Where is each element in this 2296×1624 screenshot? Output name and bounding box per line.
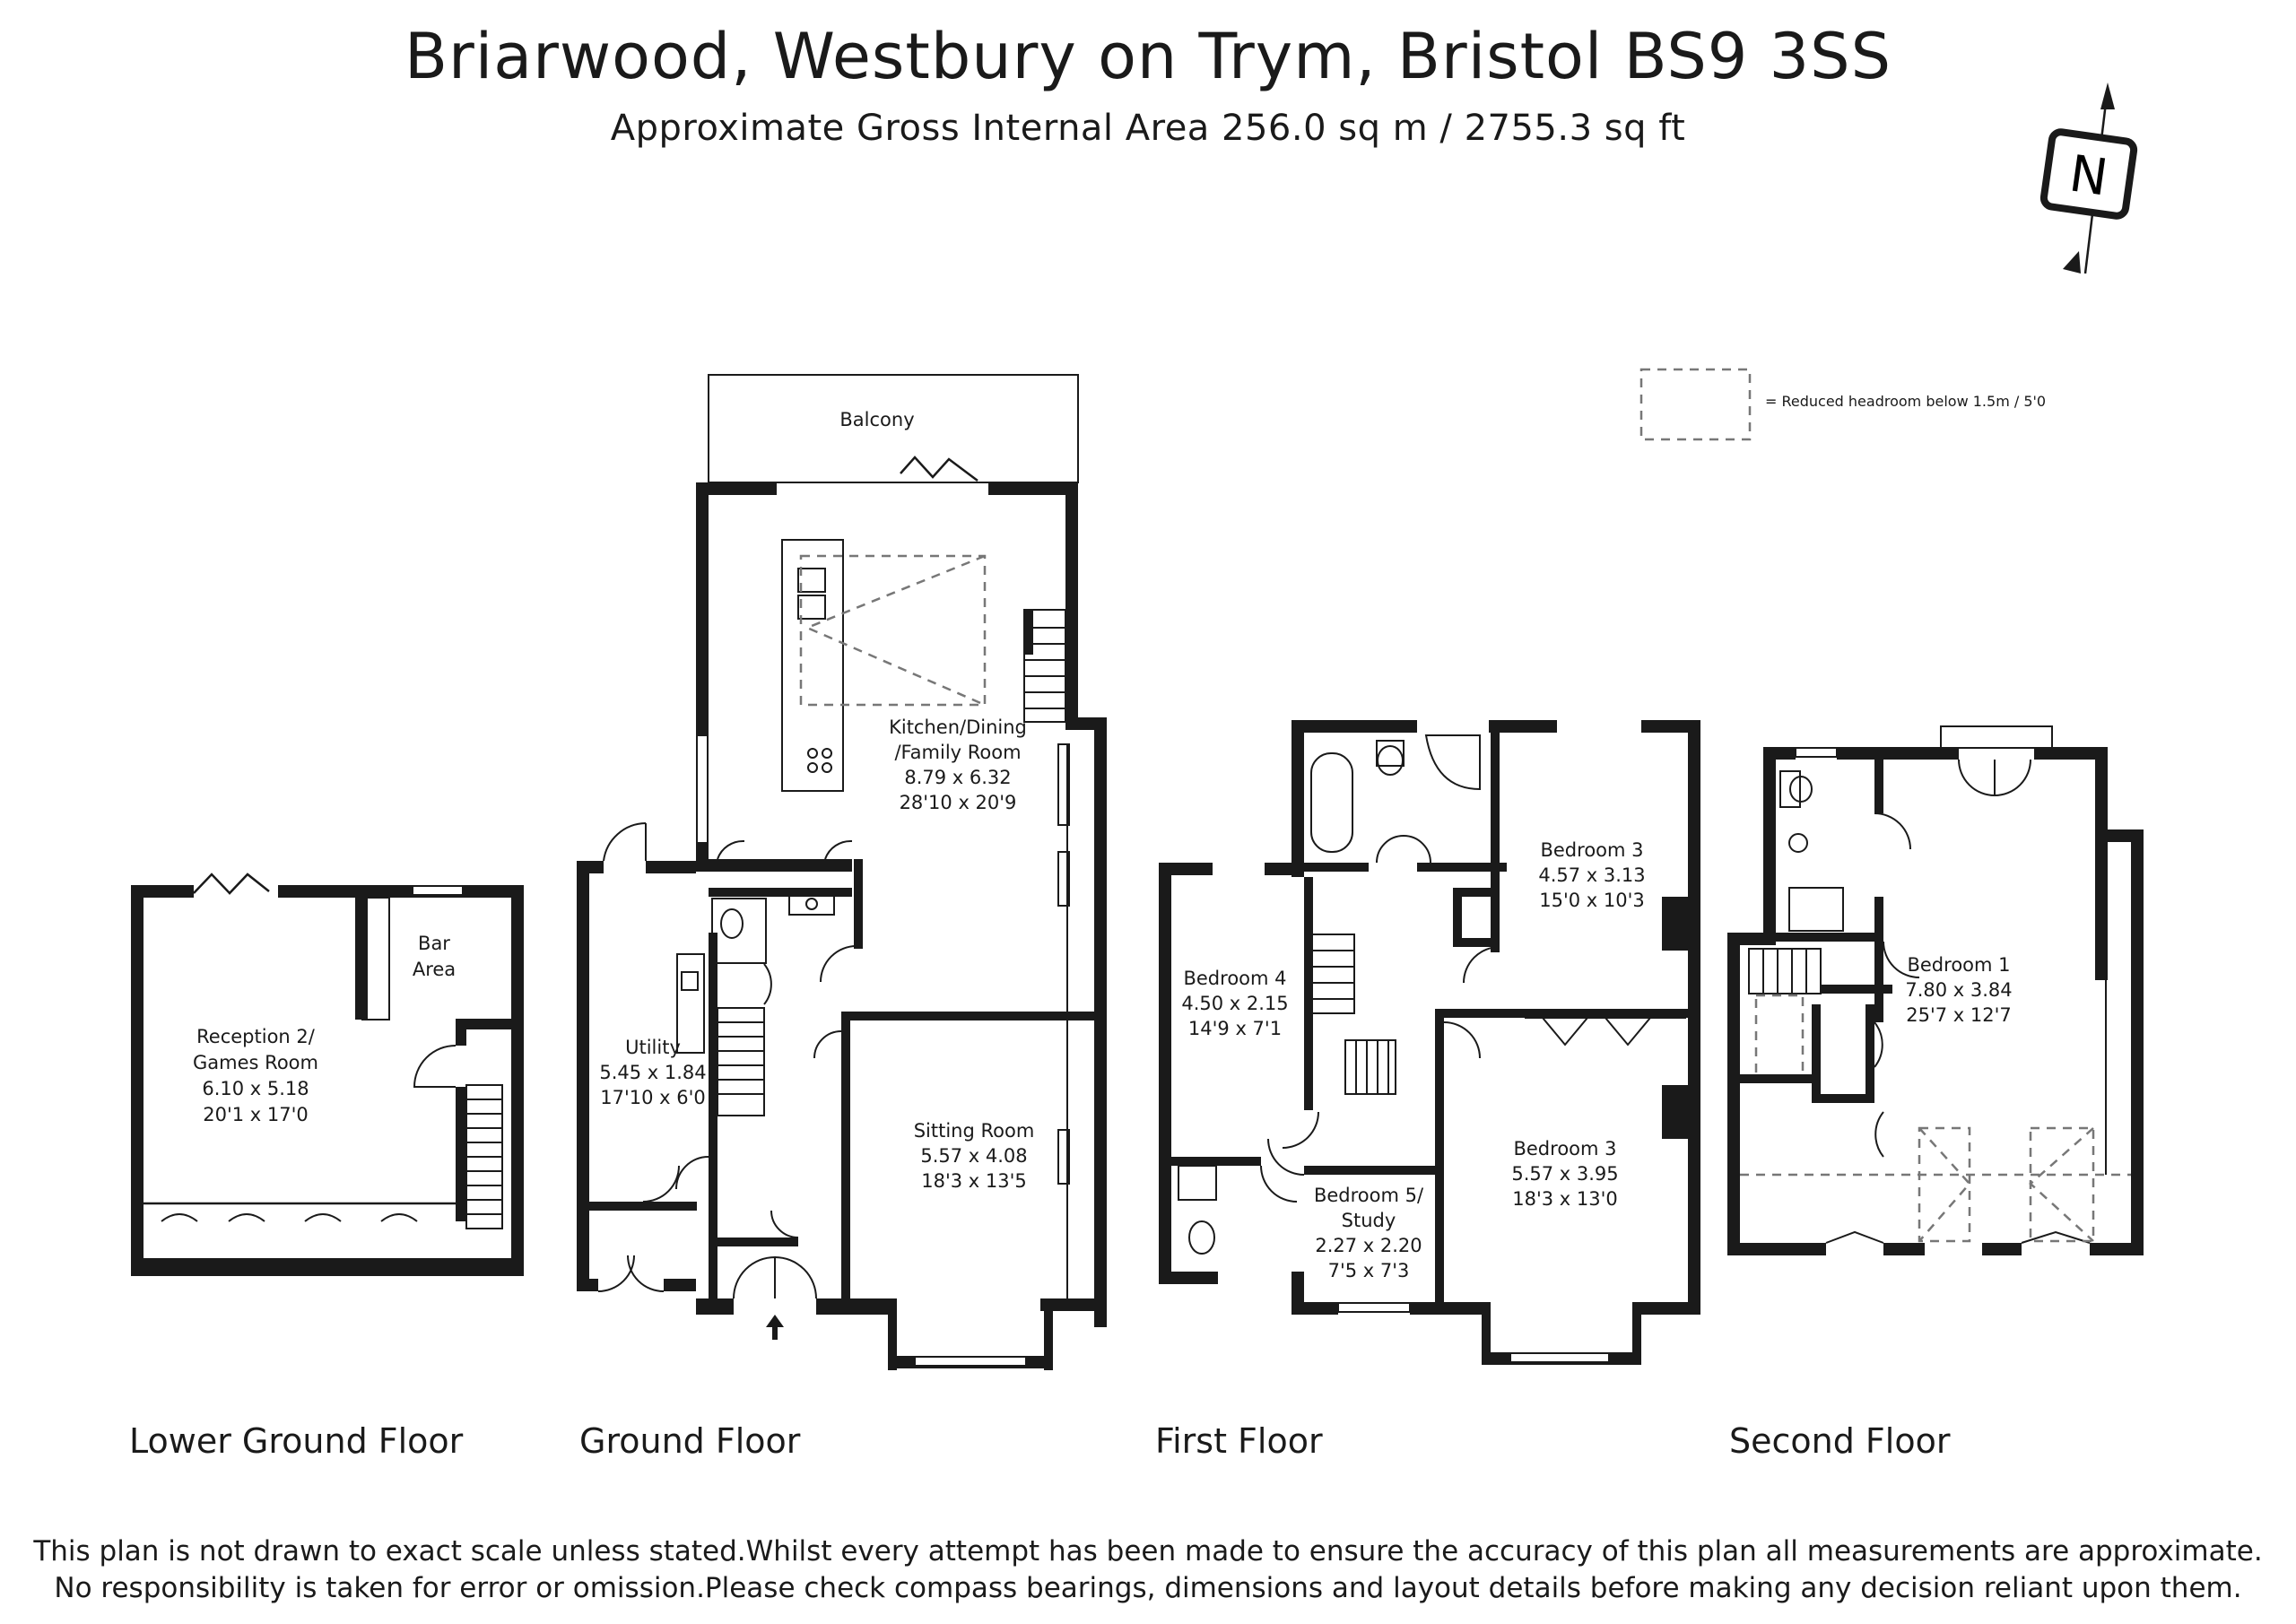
second-floor-label: Second Floor bbox=[1729, 1421, 1951, 1461]
legend: = Reduced headroom below 1.5m / 5'0 bbox=[1639, 368, 2046, 441]
ground-floor-label: Ground Floor bbox=[579, 1421, 801, 1461]
bedroom-5-name-cont: Study bbox=[1342, 1210, 1396, 1231]
utility-label: Utility bbox=[625, 1037, 681, 1058]
sitting-room-imperial: 18'3 x 13'5 bbox=[921, 1170, 1027, 1192]
kitchen-name-cont: /Family Room bbox=[894, 742, 1021, 763]
lower-ground-floor-label: Lower Ground Floor bbox=[129, 1421, 464, 1461]
bedroom-5-label: Bedroom 5/ bbox=[1314, 1185, 1424, 1206]
bedroom-3-lower-imperial: 18'3 x 13'0 bbox=[1512, 1188, 1618, 1210]
bedroom-1-metric: 7.80 x 3.84 bbox=[1905, 979, 2012, 1001]
kitchen-imperial: 28'10 x 20'9 bbox=[900, 792, 1017, 813]
reception-2-name-cont: Games Room bbox=[193, 1052, 318, 1073]
first-floor-plan: Bedroom 3 4.57 x 3.13 15'0 x 10'3 Bedroo… bbox=[1159, 720, 1700, 1365]
bedroom-1-imperial: 25'7 x 12'7 bbox=[1906, 1004, 2012, 1026]
bedroom-3-upper-label: Bedroom 3 bbox=[1540, 839, 1643, 861]
legend-swatch bbox=[1639, 368, 1752, 441]
bedroom-4-label: Bedroom 4 bbox=[1183, 968, 1286, 989]
bedroom-4-imperial: 14'9 x 7'1 bbox=[1188, 1018, 1282, 1039]
plan-title: Briarwood, Westbury on Trym, Bristol BS9… bbox=[404, 20, 1892, 93]
bedroom-1-label: Bedroom 1 bbox=[1907, 954, 2010, 976]
bedroom-4-metric: 4.50 x 2.15 bbox=[1181, 993, 1288, 1014]
bar-area-label: Bar bbox=[418, 933, 450, 954]
reception-2-metric: 6.10 x 5.18 bbox=[202, 1078, 309, 1099]
utility-room-plan: Utility 5.45 x 1.84 17'10 x 6'0 bbox=[577, 822, 707, 1292]
disclaimer-line-1: This plan is not drawn to exact scale un… bbox=[33, 1535, 2263, 1568]
first-floor-label: First Floor bbox=[1155, 1421, 1323, 1461]
ground-floor-plan: Balcony bbox=[675, 374, 1107, 1370]
bedroom-5-imperial: 7'5 x 7'3 bbox=[1328, 1260, 1410, 1281]
utility-metric: 5.45 x 1.84 bbox=[599, 1062, 706, 1083]
lower-ground-floor-plan: Reception 2/ Games Room 6.10 x 5.18 20'1… bbox=[131, 873, 524, 1276]
second-floor-plan: Bedroom 1 7.80 x 3.84 25'7 x 12'7 bbox=[1727, 725, 2144, 1255]
disclaimer: This plan is not drawn to exact scale un… bbox=[0, 1533, 2296, 1607]
balcony-label: Balcony bbox=[839, 409, 914, 430]
kitchen-label: Kitchen/Dining bbox=[889, 716, 1027, 738]
reception-2-label: Reception 2/ bbox=[196, 1026, 316, 1047]
sitting-room-label: Sitting Room bbox=[914, 1120, 1035, 1142]
sitting-room-metric: 5.57 x 4.08 bbox=[920, 1145, 1027, 1167]
kitchen-metric: 8.79 x 6.32 bbox=[904, 767, 1011, 788]
bedroom-5-metric: 2.27 x 2.20 bbox=[1315, 1235, 1422, 1256]
bedroom-3-upper-imperial: 15'0 x 10'3 bbox=[1539, 890, 1645, 911]
reception-2-imperial: 20'1 x 17'0 bbox=[203, 1104, 309, 1125]
bedroom-3-lower-metric: 5.57 x 3.95 bbox=[1511, 1163, 1618, 1185]
bedroom-3-lower-label: Bedroom 3 bbox=[1513, 1138, 1616, 1159]
bedroom-3-upper-metric: 4.57 x 3.13 bbox=[1538, 864, 1645, 886]
utility-imperial: 17'10 x 6'0 bbox=[600, 1087, 706, 1108]
plan-subtitle: Approximate Gross Internal Area 256.0 sq… bbox=[610, 108, 1686, 149]
compass-north-letter: N bbox=[2066, 144, 2111, 207]
bar-area-label-cont: Area bbox=[413, 959, 456, 980]
north-compass-icon: N bbox=[2039, 83, 2138, 274]
disclaimer-line-2: No responsibility is taken for error or … bbox=[54, 1572, 2242, 1604]
legend-text: = Reduced headroom below 1.5m / 5'0 bbox=[1765, 393, 2046, 410]
